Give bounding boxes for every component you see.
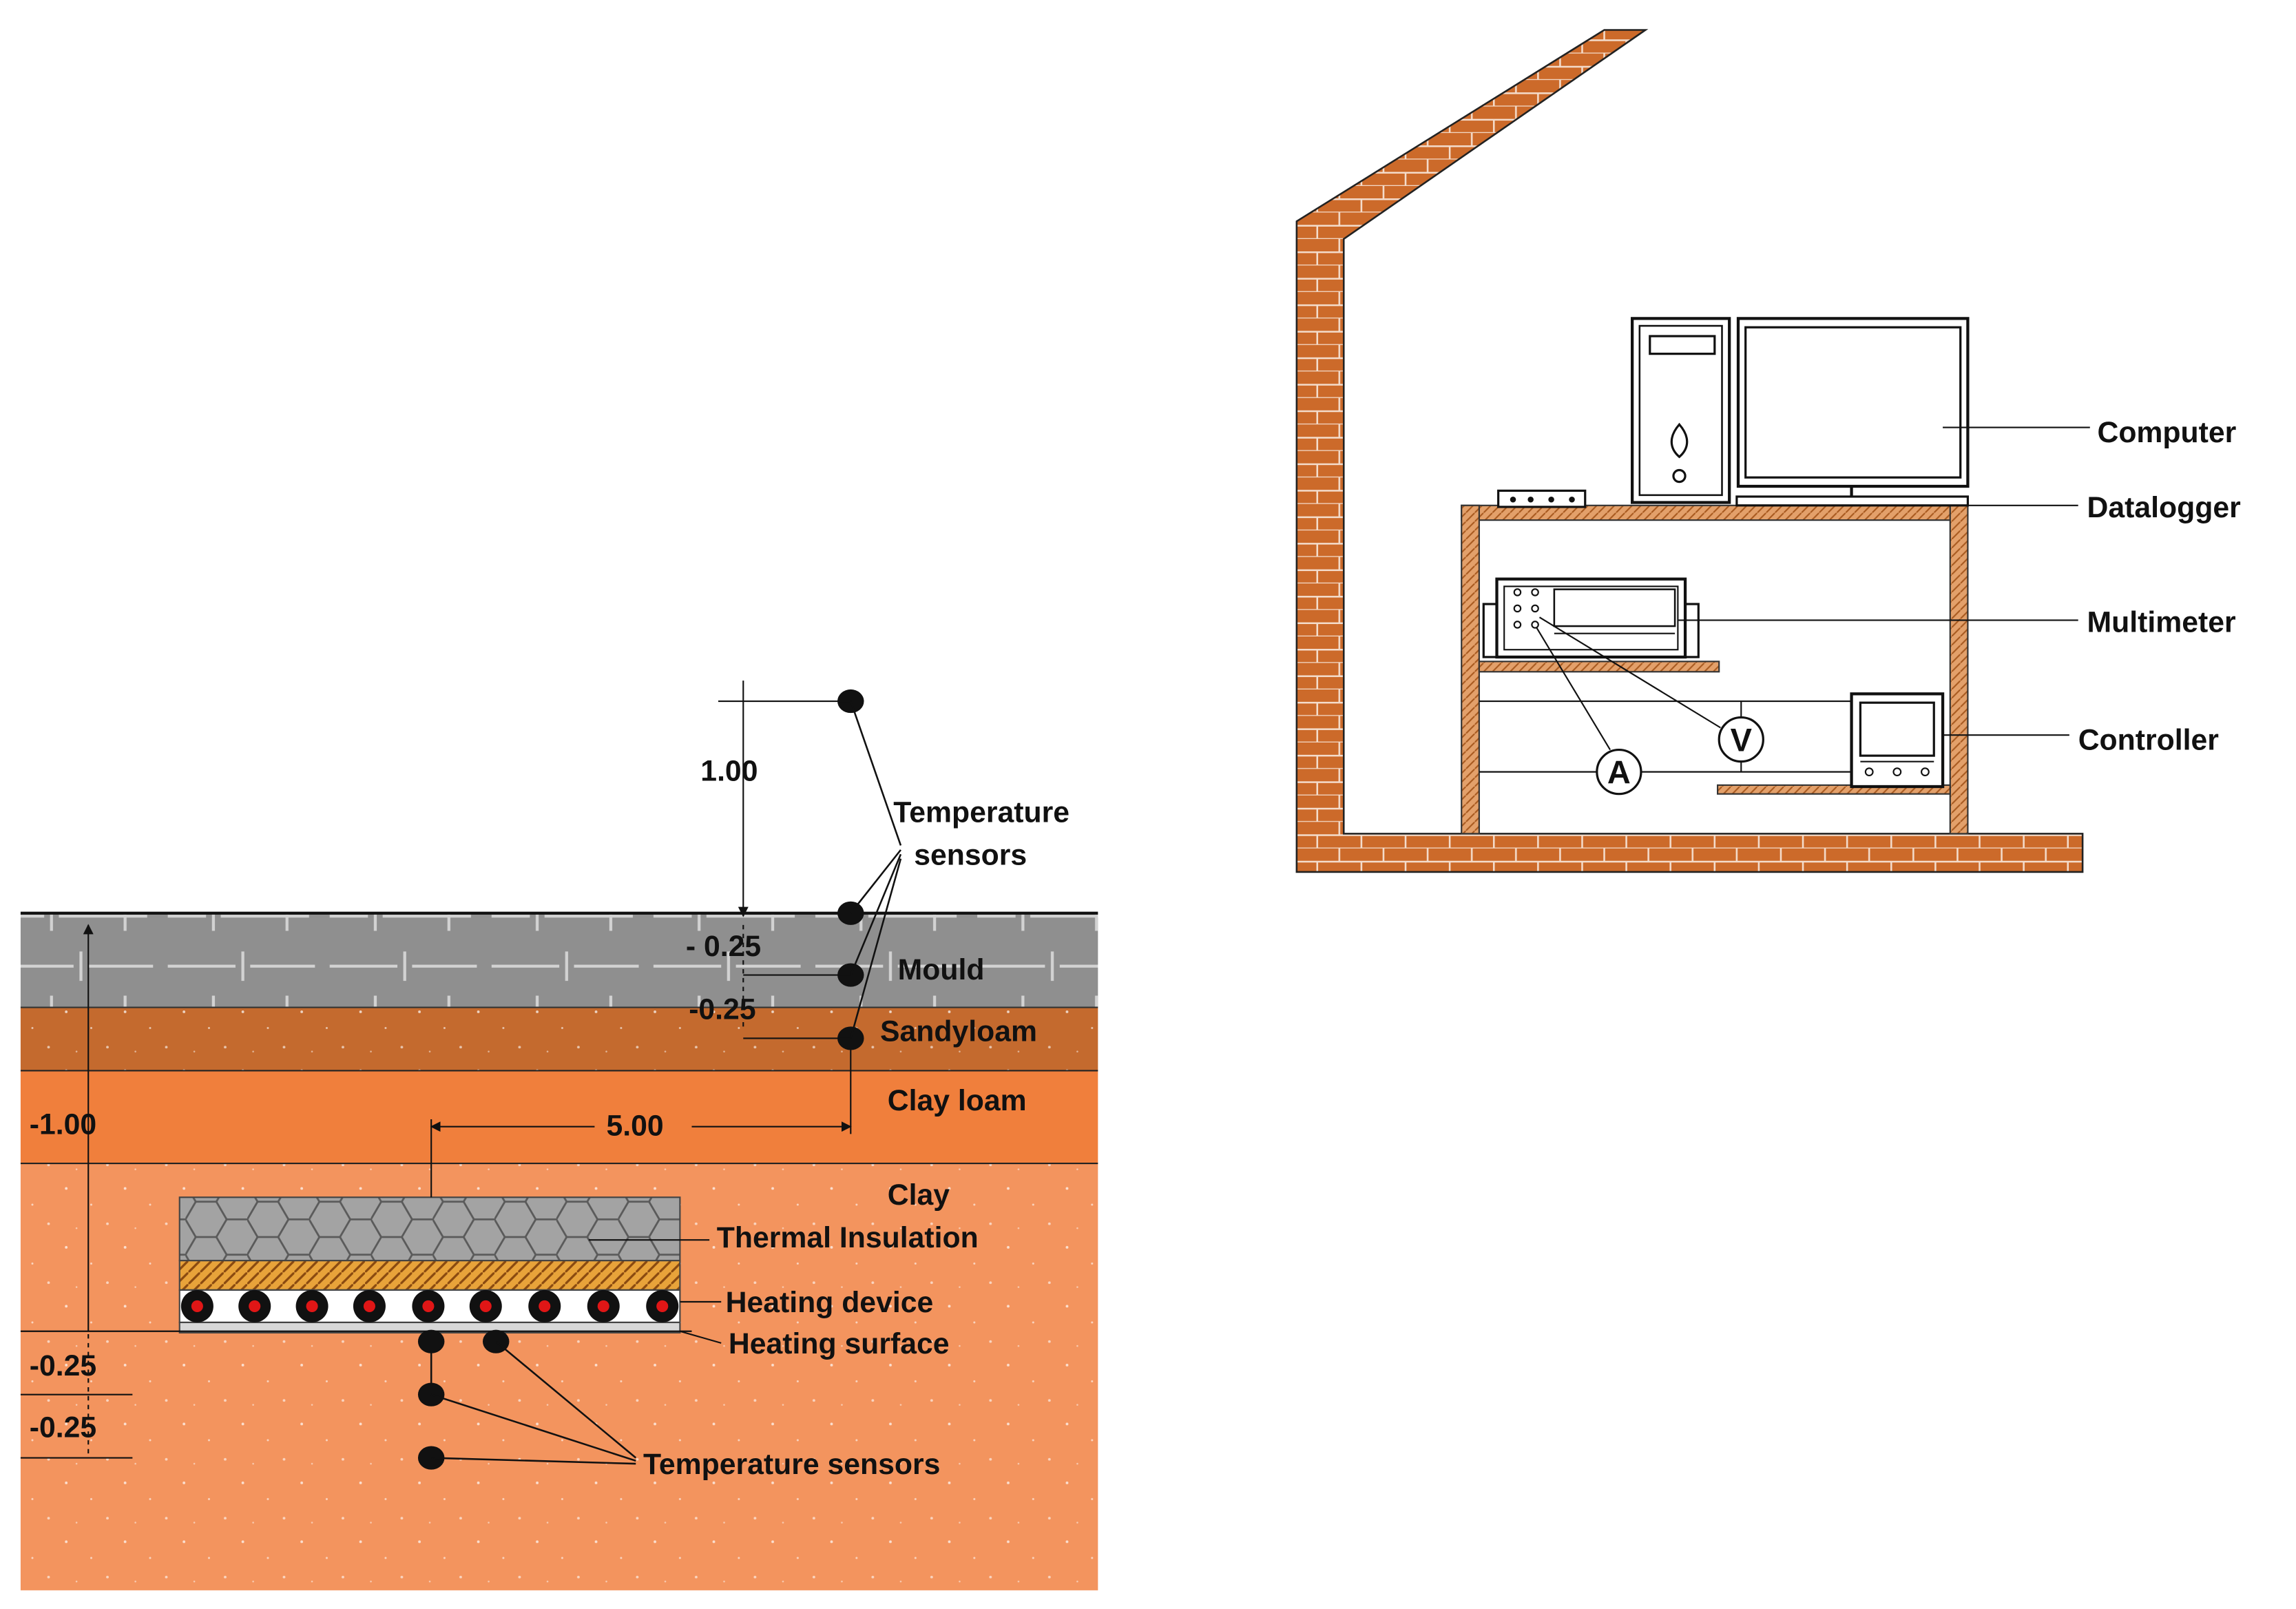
heating-element <box>238 1289 271 1322</box>
dim-height-above: 1.00 <box>700 754 758 787</box>
label-mould: Mould <box>898 953 985 986</box>
heating-element <box>295 1289 328 1322</box>
thermal-insulation-block <box>178 1196 681 1262</box>
label-upper-sensors-line1: Temperature <box>893 796 1069 829</box>
computer-tower <box>1630 317 1731 504</box>
dim-below-1: -0.25 <box>30 1349 96 1382</box>
ammeter: A <box>1596 748 1642 796</box>
dim-below-2: -0.25 <box>30 1411 96 1444</box>
dim-depth-1: - 0.25 <box>686 930 761 963</box>
voltmeter: V <box>1718 716 1764 763</box>
clay-loam-layer <box>20 1070 1098 1164</box>
computer-monitor <box>1735 317 1970 507</box>
soil-cross-section: 1.00 - 0.25 -0.25 -1.00 5.00 -0.25 -0.25… <box>20 681 1098 1590</box>
label-computer: Computer <box>2097 416 2236 449</box>
heating-element <box>528 1289 561 1322</box>
heating-element <box>646 1289 679 1322</box>
label-clay: Clay <box>888 1179 950 1212</box>
building-wall <box>1295 29 2084 873</box>
datalogger-device <box>1497 489 1587 508</box>
lower-sensor-leaders <box>430 1340 637 1465</box>
heating-element <box>587 1289 620 1322</box>
label-multimeter: Multimeter <box>2087 606 2236 639</box>
heating-element <box>469 1289 502 1322</box>
heating-element <box>180 1289 213 1322</box>
dim-depth-2: -0.25 <box>689 993 755 1026</box>
label-clay-loam: Clay loam <box>888 1084 1027 1117</box>
wiring <box>1479 616 1852 773</box>
dimension-lines <box>20 681 852 1459</box>
temperature-sensor <box>417 1329 445 1353</box>
label-heating-device: Heating device <box>726 1286 934 1319</box>
upper-sensor-leaders <box>850 700 902 1039</box>
hatched-layer <box>178 1260 681 1291</box>
mould-layer <box>20 913 1098 1008</box>
station-leaders <box>1678 426 2090 736</box>
multimeter-device <box>1482 577 1700 659</box>
heating-element <box>412 1289 445 1322</box>
label-sandyloam: Sandyloam <box>880 1015 1037 1048</box>
controller-device <box>1850 692 1945 789</box>
label-upper-sensors-line2: sensors <box>914 838 1027 871</box>
heating-elements <box>180 1289 679 1322</box>
label-controller: Controller <box>2078 724 2219 757</box>
dim-horizontal: 5.00 <box>607 1110 664 1143</box>
measurement-station: A V Computer Datalogger Multimeter Contr… <box>1295 29 2241 873</box>
heating-element <box>353 1289 386 1322</box>
voltmeter-label: V <box>1731 722 1753 758</box>
label-thermal-insulation: Thermal Insulation <box>717 1221 979 1254</box>
label-datalogger: Datalogger <box>2087 491 2241 524</box>
label-heating-surface: Heating surface <box>729 1327 950 1360</box>
label-lower-sensors: Temperature sensors <box>643 1448 940 1481</box>
ammeter-label: A <box>1607 754 1631 791</box>
dim-total-depth: -1.00 <box>30 1108 96 1141</box>
table <box>1461 504 1969 835</box>
